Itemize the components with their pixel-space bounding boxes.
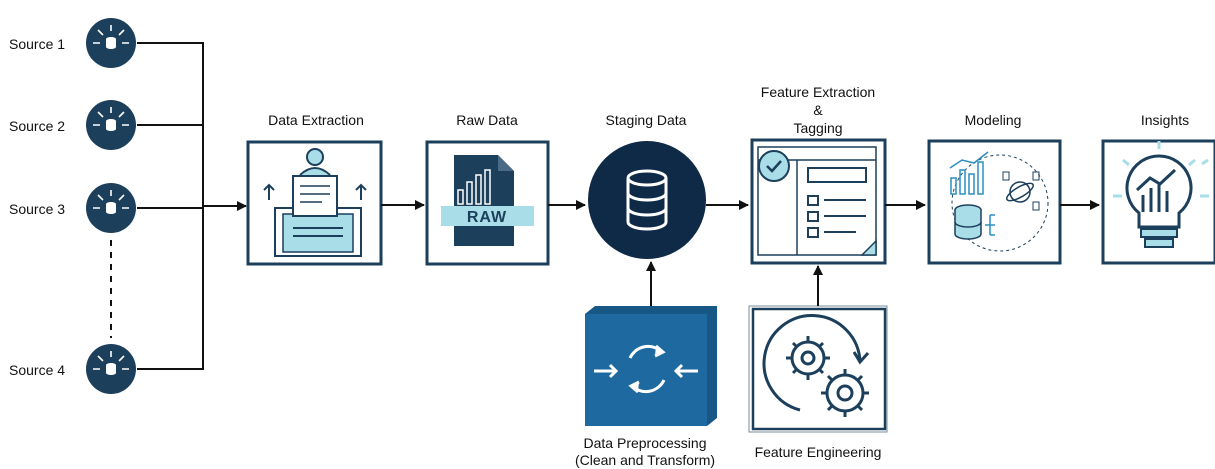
feature-engineering-box [748, 305, 888, 433]
insights-label: Insights [1140, 112, 1190, 128]
analytics-model-icon [949, 151, 1049, 252]
data-extraction-box [246, 140, 383, 266]
source-2-icon [86, 100, 136, 150]
preprocessing-label-1: Data Preprocessing [583, 435, 707, 451]
source-2-label: Source 2 [9, 118, 66, 134]
staging-data-circle [588, 141, 706, 259]
document-extraction-icon [263, 148, 367, 257]
source-1-icon [86, 18, 136, 68]
source-4-label: Source 4 [9, 362, 66, 378]
source-connectors [137, 42, 247, 370]
lightbulb-chart-icon [1113, 141, 1209, 248]
feature-extraction-box [750, 138, 887, 265]
raw-badge: RAW [467, 209, 507, 226]
insights-box [1101, 139, 1215, 265]
feature-extraction-label-1: Feature Extraction [760, 84, 876, 100]
feature-extraction-label-3: Tagging [793, 120, 843, 136]
preprocessing-label-2: (Clean and Transform) [574, 452, 716, 468]
data-extraction-label: Data Extraction [268, 112, 364, 128]
modeling-label: Modeling [964, 112, 1022, 128]
source-1-label: Source 1 [9, 36, 66, 52]
modeling-box [927, 139, 1062, 265]
source-4-icon [86, 344, 136, 394]
refresh-transform-icon [594, 344, 698, 394]
feature-extraction-label-2: & [813, 102, 823, 118]
preprocessing-box [585, 306, 717, 426]
gears-icon [762, 314, 870, 417]
raw-file-icon: RAW [441, 155, 534, 246]
source-3-icon [86, 183, 136, 233]
source-3-label: Source 3 [9, 201, 66, 217]
staging-data-label: Staging Data [605, 112, 687, 128]
database-icon [626, 169, 668, 231]
raw-data-box: RAW [425, 140, 550, 266]
feature-engineering-label: Feature Engineering [754, 444, 882, 460]
raw-data-label: Raw Data [456, 112, 518, 128]
form-checklist-icon [757, 146, 877, 256]
